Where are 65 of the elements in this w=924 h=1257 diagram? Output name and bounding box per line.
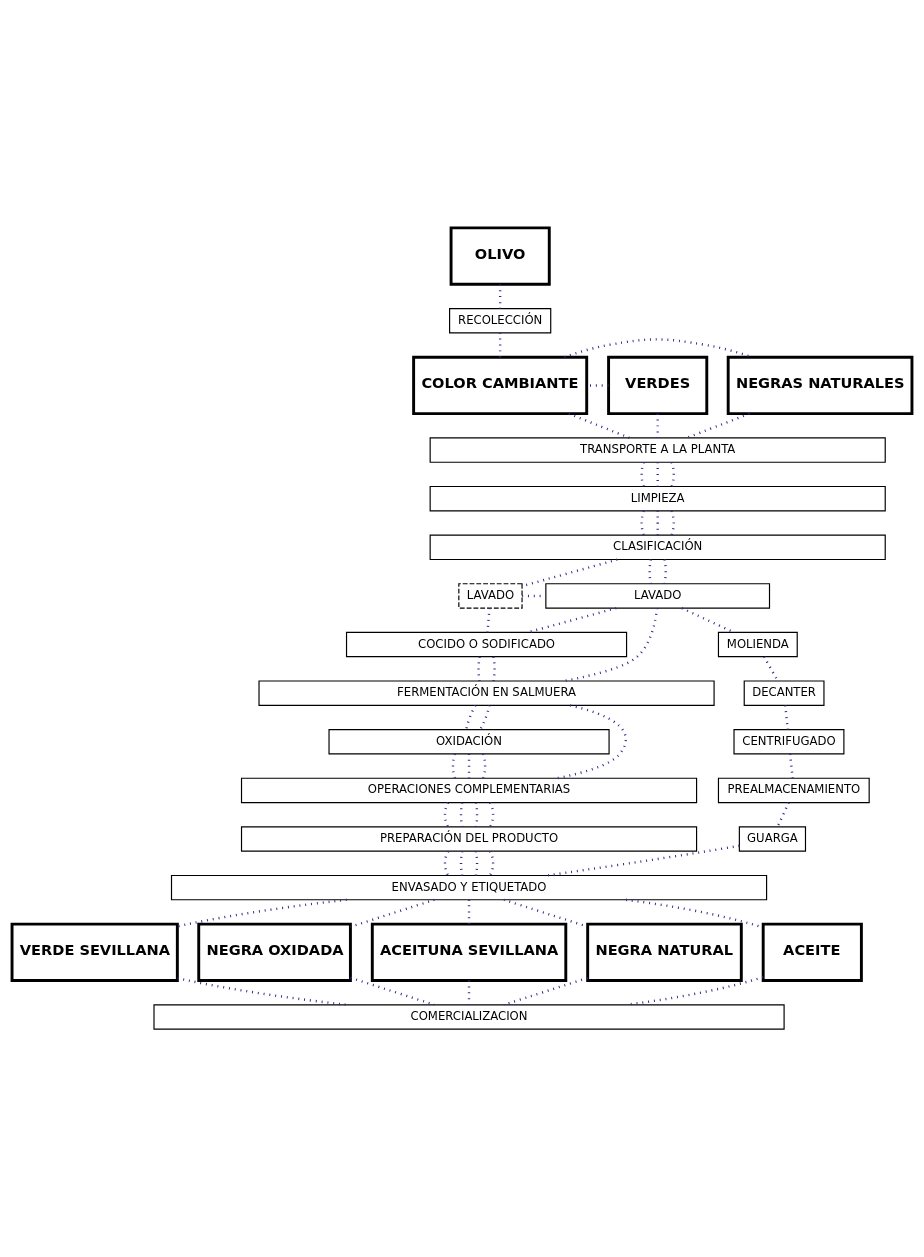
node-box: MOLIENDA	[717, 631, 798, 658]
node-box: LAVADO	[458, 583, 523, 609]
node-box: VERDE SEVILLANA	[10, 922, 179, 982]
connector	[670, 510, 675, 536]
connector	[443, 850, 450, 876]
node-box: TRANSPORTE A LA PLANTA	[429, 437, 886, 463]
connector	[784, 705, 789, 730]
connector	[492, 656, 496, 682]
node-box: OXIDACIÓN	[328, 729, 610, 755]
node-box: DECANTER	[743, 680, 825, 706]
connector	[656, 510, 659, 536]
connector	[556, 704, 627, 780]
node-box: NEGRA OXIDADA	[197, 922, 352, 982]
node-box: COMERCIALIZACION	[153, 1004, 785, 1030]
node-box: CENTRIFUGADO	[733, 729, 845, 755]
connector	[670, 461, 675, 487]
node-box: CLASIFICACIÓN	[429, 534, 886, 561]
connector	[547, 844, 740, 877]
connector	[467, 754, 471, 779]
node-box: LAVADO	[545, 583, 771, 609]
connector	[443, 802, 450, 828]
connector	[177, 898, 347, 928]
node-box: OPERACIONES COMPLEMENTARIAS	[240, 777, 698, 804]
node-box: GUARGA	[738, 826, 807, 852]
node-box: PREPARACIÓN DEL PRODUCTO	[240, 826, 698, 852]
connector	[788, 753, 794, 779]
connector	[663, 559, 667, 584]
connector	[467, 980, 471, 1005]
connector	[459, 851, 464, 876]
connector	[486, 608, 491, 633]
connector	[488, 850, 495, 876]
connector	[522, 594, 546, 598]
connector	[776, 802, 790, 828]
connector	[177, 976, 347, 1006]
connector	[763, 656, 779, 682]
node-box: NEGRAS NATURALES	[726, 355, 914, 416]
node-box: ACEITUNA SEVILLANA	[370, 922, 568, 982]
connector	[656, 413, 659, 438]
node-box: LIMPIEZA	[429, 485, 886, 512]
connector	[563, 608, 659, 683]
connector	[648, 559, 652, 584]
connector	[481, 753, 487, 779]
connector	[451, 753, 457, 779]
node-box: VERDES	[607, 355, 709, 416]
connector	[474, 802, 479, 828]
connector	[527, 607, 617, 634]
connector	[498, 332, 502, 358]
connector	[640, 461, 645, 487]
connector	[465, 704, 477, 730]
connector	[488, 802, 495, 828]
node-box: OLIVO	[449, 226, 551, 286]
connector	[640, 510, 645, 536]
node-box: COCIDO O SODIFICADO	[345, 631, 628, 658]
connector	[474, 851, 479, 876]
node-box: FERMENTACIÓN EN SALMUERA	[258, 680, 715, 706]
connector	[459, 802, 464, 828]
connector	[467, 899, 471, 925]
node-box: ACEITE	[761, 922, 863, 982]
node-box: ENVASADO Y ETIQUETADO	[170, 874, 768, 901]
node-box: RECOLECCIÓN	[449, 308, 552, 334]
connector	[477, 656, 481, 682]
connector	[479, 705, 491, 731]
node-box: NEGRA NATURAL	[586, 922, 743, 982]
node-box: PREALMACENAMIENTO	[717, 777, 870, 804]
node-box: COLOR CAMBIANTE	[412, 355, 589, 416]
